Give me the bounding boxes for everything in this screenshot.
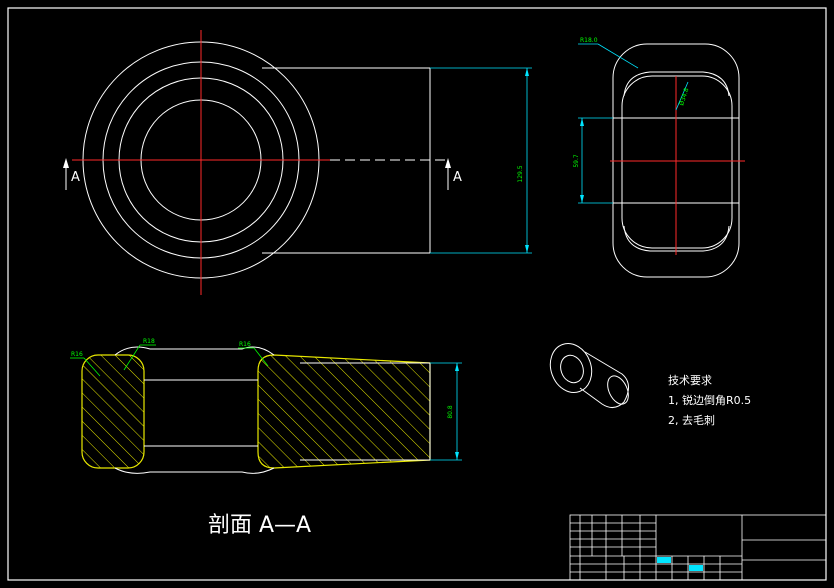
- diameter-label: Ø34.8: [678, 87, 690, 107]
- side-dim-arrow-top: [580, 118, 584, 126]
- dim-height-label: 129.5: [517, 165, 524, 182]
- dim-arrow-top: [525, 68, 529, 76]
- section-mark-left: A: [71, 170, 80, 185]
- side-view: R18.0 Ø34.8 59.7: [573, 37, 745, 278]
- section-arrowhead-right: [445, 158, 451, 168]
- radius-leader-left: [83, 357, 101, 377]
- radius-leader-side: [597, 43, 639, 69]
- section-dim-arrow-top: [455, 363, 459, 371]
- section-dim-arrow-bottom: [455, 452, 459, 460]
- title-block: [569, 514, 827, 581]
- iso-bore: [560, 354, 584, 384]
- side-dim-arrow-bottom: [580, 195, 584, 203]
- section-bridge-bottom: [114, 467, 275, 474]
- side-ball-outline: [621, 75, 733, 249]
- technical-notes: 技术要求 1, 锐边倒角R0.5 2, 去毛刺: [668, 374, 751, 427]
- section-dim-label: 80.8: [447, 405, 454, 419]
- dim-arrow-bottom: [525, 245, 529, 253]
- title-block-frame: [569, 514, 827, 581]
- side-dim-label: 59.7: [573, 154, 580, 168]
- radius-label-left: R16: [71, 351, 83, 358]
- section-left-block: [81, 354, 145, 469]
- radius-label-right: R16: [239, 341, 251, 348]
- iso-body-outer: [549, 343, 593, 393]
- iso-shank: [579, 351, 629, 408]
- iso-shank-end: [607, 375, 629, 405]
- top-view: A A 129.5: [63, 30, 532, 295]
- section-view: R16 R18 R16 80.8 剖面 A—A: [70, 338, 462, 538]
- tech-notes-item-2: 2, 去毛刺: [668, 414, 715, 427]
- radius-leader-right: [253, 347, 269, 367]
- section-mark-right: A: [453, 170, 462, 185]
- radius-label-side: R18.0: [580, 37, 598, 44]
- tech-notes-heading: 技术要求: [668, 374, 712, 387]
- section-title: 剖面 A—A: [208, 513, 311, 538]
- section-right-block: [257, 354, 431, 469]
- drawing-border: [7, 7, 827, 581]
- section-bridge-top: [114, 346, 275, 356]
- isometric-view: [549, 343, 629, 408]
- diameter-leader: [675, 81, 689, 111]
- side-inner-upper: [623, 71, 730, 97]
- radius-label-mid: R18: [143, 338, 155, 345]
- section-arrowhead-left: [63, 158, 69, 168]
- tech-notes-item-1: 1, 锐边倒角R0.5: [668, 393, 751, 407]
- radius-leader-mid: [123, 344, 141, 371]
